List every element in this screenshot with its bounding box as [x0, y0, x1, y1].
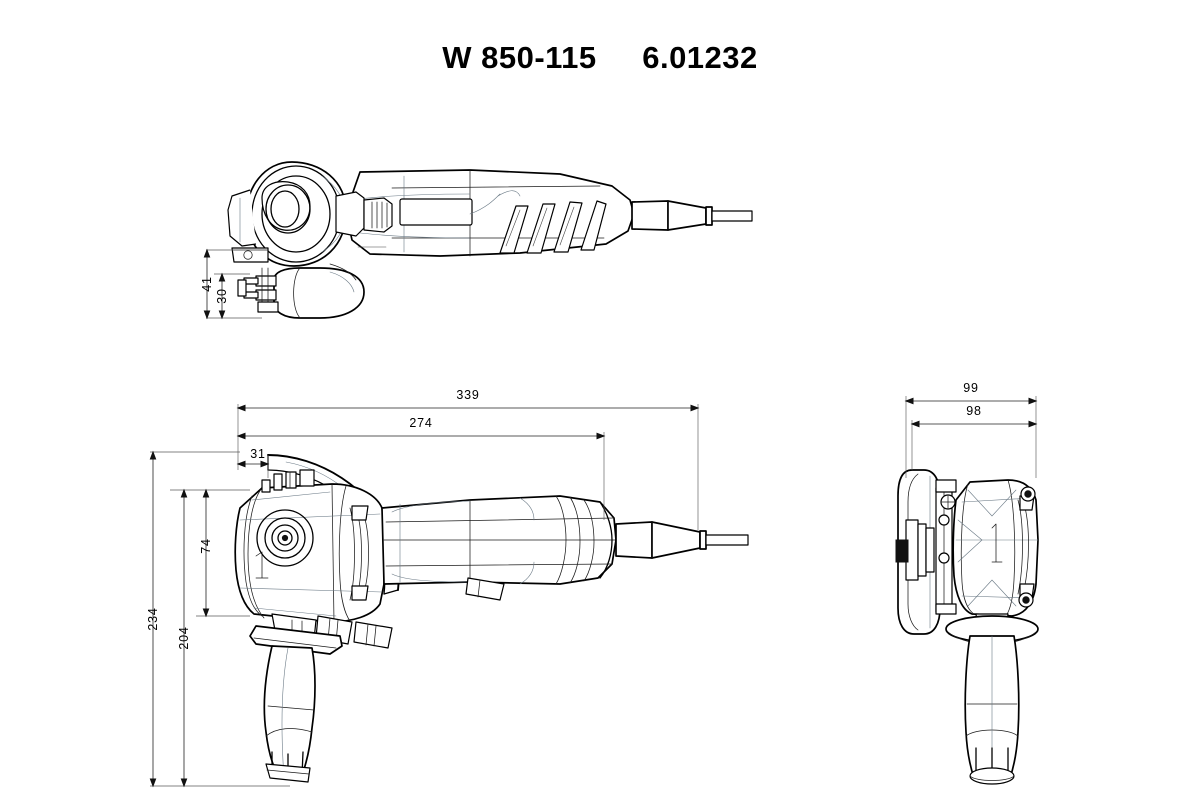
dimension-41: 41 — [200, 248, 214, 320]
dimension-label-74: 74 — [199, 538, 213, 554]
top-view-motor-housing — [345, 169, 635, 257]
top-view: 41 30 — [200, 161, 753, 320]
dimension-30: 30 — [215, 272, 229, 320]
top-view-vent-slots — [499, 200, 607, 254]
page-title: W 850-115 6.01232 — [442, 40, 758, 75]
dimension-339: 339 — [236, 388, 700, 412]
dimension-98: 98 — [910, 404, 1038, 428]
side-view-dimensions: 339 274 31 — [146, 388, 700, 788]
front-view-dimensions: 99 98 — [904, 381, 1038, 478]
top-view-side-handle — [237, 267, 365, 319]
top-view-neck — [335, 191, 393, 237]
side-view-gear-housing — [234, 469, 387, 623]
dimension-label-98: 98 — [966, 404, 982, 418]
dimension-label-274: 274 — [409, 416, 432, 430]
dimension-204: 204 — [177, 488, 191, 788]
side-view-side-handle — [249, 625, 343, 783]
dimension-label-234: 234 — [146, 607, 160, 630]
dimension-label-99: 99 — [963, 381, 979, 395]
front-view-side-handle — [945, 615, 1039, 785]
dimension-99: 99 — [904, 381, 1038, 405]
dimension-label-339: 339 — [456, 388, 479, 402]
side-view: 339 274 31 — [146, 388, 749, 788]
side-view-switch-knobs — [261, 469, 315, 493]
front-view-gear-housing — [952, 479, 1039, 617]
dimension-274: 274 — [236, 416, 606, 440]
dimension-label-41: 41 — [200, 276, 214, 292]
dimension-74: 74 — [199, 488, 213, 618]
dimension-label-204: 204 — [177, 626, 191, 649]
dimension-label-30: 30 — [215, 288, 229, 304]
top-view-cable — [631, 200, 753, 231]
front-view-guard-clamp — [935, 479, 957, 615]
dimension-31: 31 — [236, 447, 270, 468]
side-view-motor-housing — [381, 495, 617, 585]
front-view-disc-stack — [895, 519, 935, 581]
dimension-label-31: 31 — [250, 447, 266, 461]
side-view-spindle — [256, 509, 314, 567]
front-view: 99 98 — [895, 381, 1039, 785]
dimension-234: 234 — [146, 450, 160, 788]
side-view-cable — [615, 521, 749, 559]
top-view-dimensions: 41 30 — [200, 248, 262, 320]
top-view-guard — [227, 189, 269, 263]
